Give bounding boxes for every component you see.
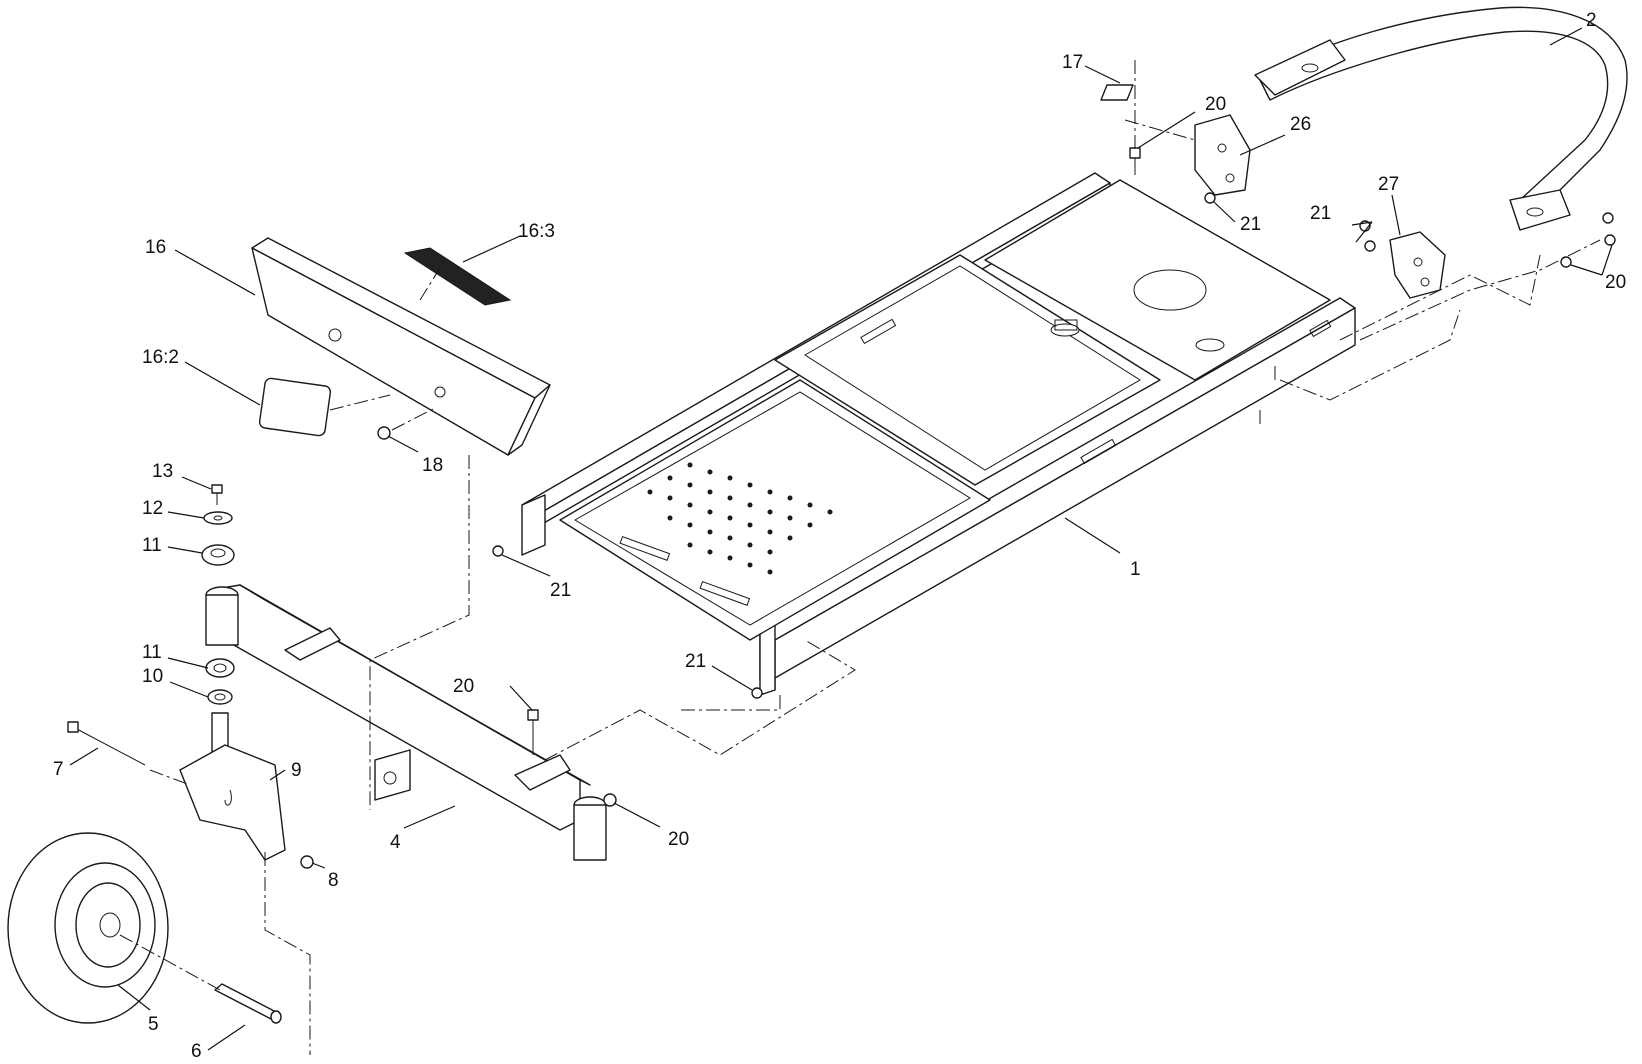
callout-20-axle-side: 20 — [668, 829, 689, 850]
decal-16-2 — [258, 377, 332, 437]
fastener-20-axle-top — [527, 709, 539, 755]
callout-10: 10 — [142, 666, 163, 687]
callout-13: 13 — [152, 461, 173, 482]
leader-lines — [69, 27, 1613, 1051]
callout-16-3: 16:3 — [518, 221, 555, 242]
fastener-20-top — [1129, 147, 1141, 175]
callout-27: 27 — [1378, 174, 1399, 195]
callout-2: 2 — [1586, 10, 1597, 31]
bolt-18 — [377, 426, 391, 440]
callout-1: 1 — [1130, 559, 1141, 580]
callout-11-lower: 11 — [142, 642, 162, 663]
callout-labels: 1 2 4 5 6 7 8 9 10 11 11 12 13 16 16:2 1… — [53, 10, 1626, 1062]
bearing-11-lower — [205, 658, 235, 678]
washer-12 — [203, 511, 233, 525]
callout-18: 18 — [422, 455, 443, 476]
callout-9: 9 — [291, 760, 302, 781]
callout-16-2: 16:2 — [142, 347, 179, 368]
callout-26: 26 — [1290, 114, 1311, 135]
bracket-26 — [1194, 114, 1251, 196]
callout-4: 4 — [390, 832, 401, 853]
callout-8: 8 — [328, 870, 339, 891]
callout-7: 7 — [53, 759, 64, 780]
bracket-27 — [1389, 231, 1446, 299]
assembly-lines — [119, 60, 1601, 1055]
callout-21-bracket: 21 — [1310, 203, 1331, 224]
callout-5: 5 — [148, 1014, 159, 1035]
callout-16: 16 — [145, 237, 166, 258]
bolt-7 — [67, 721, 146, 766]
bolt-13 — [211, 484, 223, 505]
callout-20-rear: 20 — [1605, 272, 1626, 293]
caster-fork — [179, 712, 286, 861]
callout-20-axle-top: 20 — [453, 676, 474, 697]
callout-12: 12 — [142, 498, 163, 519]
roll-bar — [1254, 6, 1628, 231]
decal-16-3 — [403, 247, 512, 306]
main-frame — [521, 172, 1356, 696]
front-panel — [251, 237, 551, 456]
bearing-11-upper — [201, 544, 235, 566]
decal-17 — [1100, 84, 1134, 101]
caster-wheel — [7, 832, 169, 1024]
callout-21-rail: 21 — [685, 651, 706, 672]
spacer-10 — [207, 689, 233, 705]
callout-21-front: 21 — [550, 580, 571, 601]
callout-17: 17 — [1062, 52, 1083, 73]
callout-11-upper: 11 — [142, 535, 162, 556]
fastener-20-rear — [1560, 212, 1616, 268]
front-axle — [205, 584, 607, 861]
nut-8 — [300, 855, 314, 869]
callout-20-top: 20 — [1205, 94, 1226, 115]
wheel-spacer-6 — [214, 983, 282, 1024]
floor-pan-holes — [647, 462, 833, 575]
callout-21-top: 21 — [1240, 214, 1261, 235]
fastener-20-axle-side — [603, 793, 617, 807]
callout-6: 6 — [191, 1041, 202, 1062]
